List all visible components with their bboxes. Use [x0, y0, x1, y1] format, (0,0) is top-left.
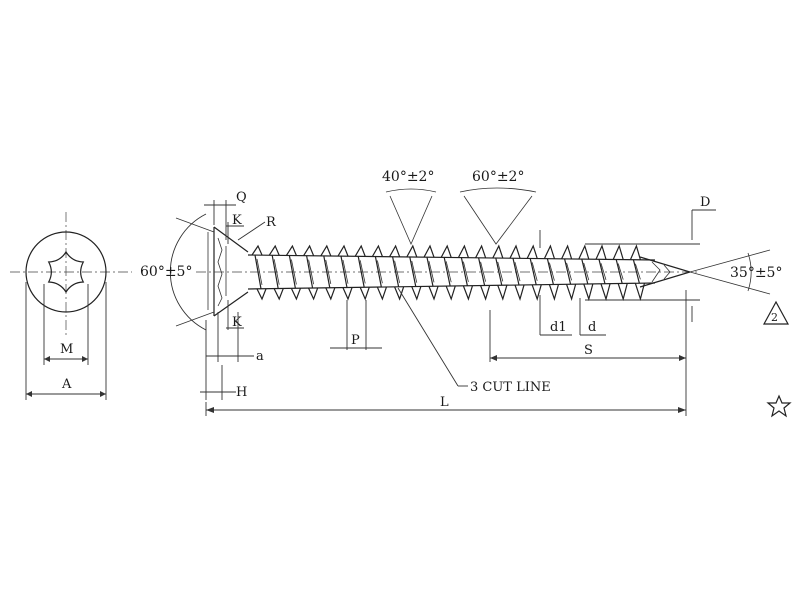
thread-shading: [549, 262, 555, 281]
tip-angle-label: 35°±5°: [730, 265, 782, 281]
thread-flank: [457, 244, 473, 301]
thread-shading: [531, 262, 538, 282]
cut-line-leader: [397, 287, 459, 387]
thread-flank: [526, 244, 542, 301]
thread-shading: [617, 263, 624, 280]
thread-flank: [475, 244, 491, 301]
thread-flank: [509, 244, 525, 301]
thread-shading: [514, 262, 521, 282]
thread-flank: [561, 244, 577, 302]
thread-angle-40-arc: [385, 188, 437, 193]
thread-flank: [578, 244, 594, 302]
thread-angle-60-arc: [459, 187, 537, 193]
thread-shading: [600, 263, 607, 281]
tip-angle-arc: [747, 252, 752, 292]
head-angle-label: 60°±5°: [140, 264, 192, 280]
screw-side-view: 60°±5° Q K R K a H 40°±2° 60°±: [140, 169, 782, 416]
l-label: L: [440, 395, 449, 410]
thread-shading: [583, 262, 590, 281]
m-label: M: [60, 342, 73, 357]
r-leader: [237, 221, 266, 241]
star-outline-icon: [766, 394, 792, 418]
d-outer-label: D: [700, 195, 710, 210]
r-label: R: [266, 215, 277, 230]
triangle-mark-label: 2: [771, 311, 778, 324]
thread-flank: [423, 244, 439, 301]
thread-flank: [320, 244, 336, 301]
core-top-line: [247, 254, 656, 261]
torx-star-drive-icon: [47, 250, 85, 294]
thread-shading: [273, 259, 280, 285]
h-label: H: [236, 385, 247, 400]
thread-flank: [371, 244, 387, 301]
thread-flank: [251, 244, 267, 301]
d-label: d: [588, 320, 596, 335]
tip-thread-end: [651, 261, 671, 283]
thread-flank: [595, 244, 611, 302]
thread-flank: [303, 244, 319, 301]
thread-flank: [629, 244, 645, 302]
thread-angle-2-label: 60°±2°: [472, 169, 524, 185]
thread-shading: [480, 261, 486, 282]
thread-flank: [612, 244, 628, 302]
thread-shading: [325, 259, 332, 284]
thread-shading: [411, 260, 418, 283]
k-bottom-label: K: [232, 315, 242, 330]
thread-flank: [440, 244, 456, 301]
head-outline-circle: [25, 231, 107, 313]
thread-angle-60-sides: [463, 195, 533, 245]
thread-flank: [406, 244, 422, 301]
thread-shading: [308, 259, 314, 285]
thread-shading: [377, 260, 383, 284]
k-top-label: K: [232, 213, 242, 228]
thread-shading: [256, 258, 263, 285]
s-label: S: [584, 343, 593, 358]
thread-flank: [492, 244, 508, 301]
a-label: a: [256, 349, 264, 364]
p-label: P: [351, 333, 360, 348]
tip-angle-lines: [689, 249, 771, 295]
q-label: Q: [236, 190, 247, 205]
a-head-label: A: [61, 377, 72, 392]
head-angle-ext-top: [175, 217, 215, 233]
thread-flank: [354, 244, 370, 301]
thread-shading: [428, 261, 435, 283]
thread-flanks: [251, 244, 645, 302]
thread-shading: [445, 261, 452, 283]
head-end-view: M A: [10, 212, 132, 400]
head-angle-ext-bottom: [175, 311, 215, 327]
thread-angle-1-label: 40°±2°: [382, 169, 434, 185]
cut-line-label: 3 CUT LINE: [470, 380, 551, 395]
drive-recess-section: [217, 237, 223, 307]
thread-flank: [268, 244, 284, 301]
thread-shading: [463, 261, 469, 282]
thread-shading: [394, 260, 400, 283]
head-angle-arc: [169, 213, 207, 331]
thread-flank: [337, 244, 353, 301]
thread-flank: [285, 244, 301, 301]
thread-angle-40-sides: [389, 195, 433, 245]
thread-shading: [359, 260, 366, 284]
countersunk-head: [213, 226, 249, 317]
thread-shading: [635, 263, 641, 280]
numbered-triangle-icon: 2: [762, 300, 790, 325]
d1-label: d1: [550, 320, 567, 335]
thread-shading: [497, 261, 504, 282]
thread-flank: [389, 244, 405, 301]
thread-shading: [342, 260, 349, 284]
thread-flank: [543, 244, 559, 302]
thread-shading: [291, 259, 297, 285]
thread-shading: [566, 262, 572, 281]
